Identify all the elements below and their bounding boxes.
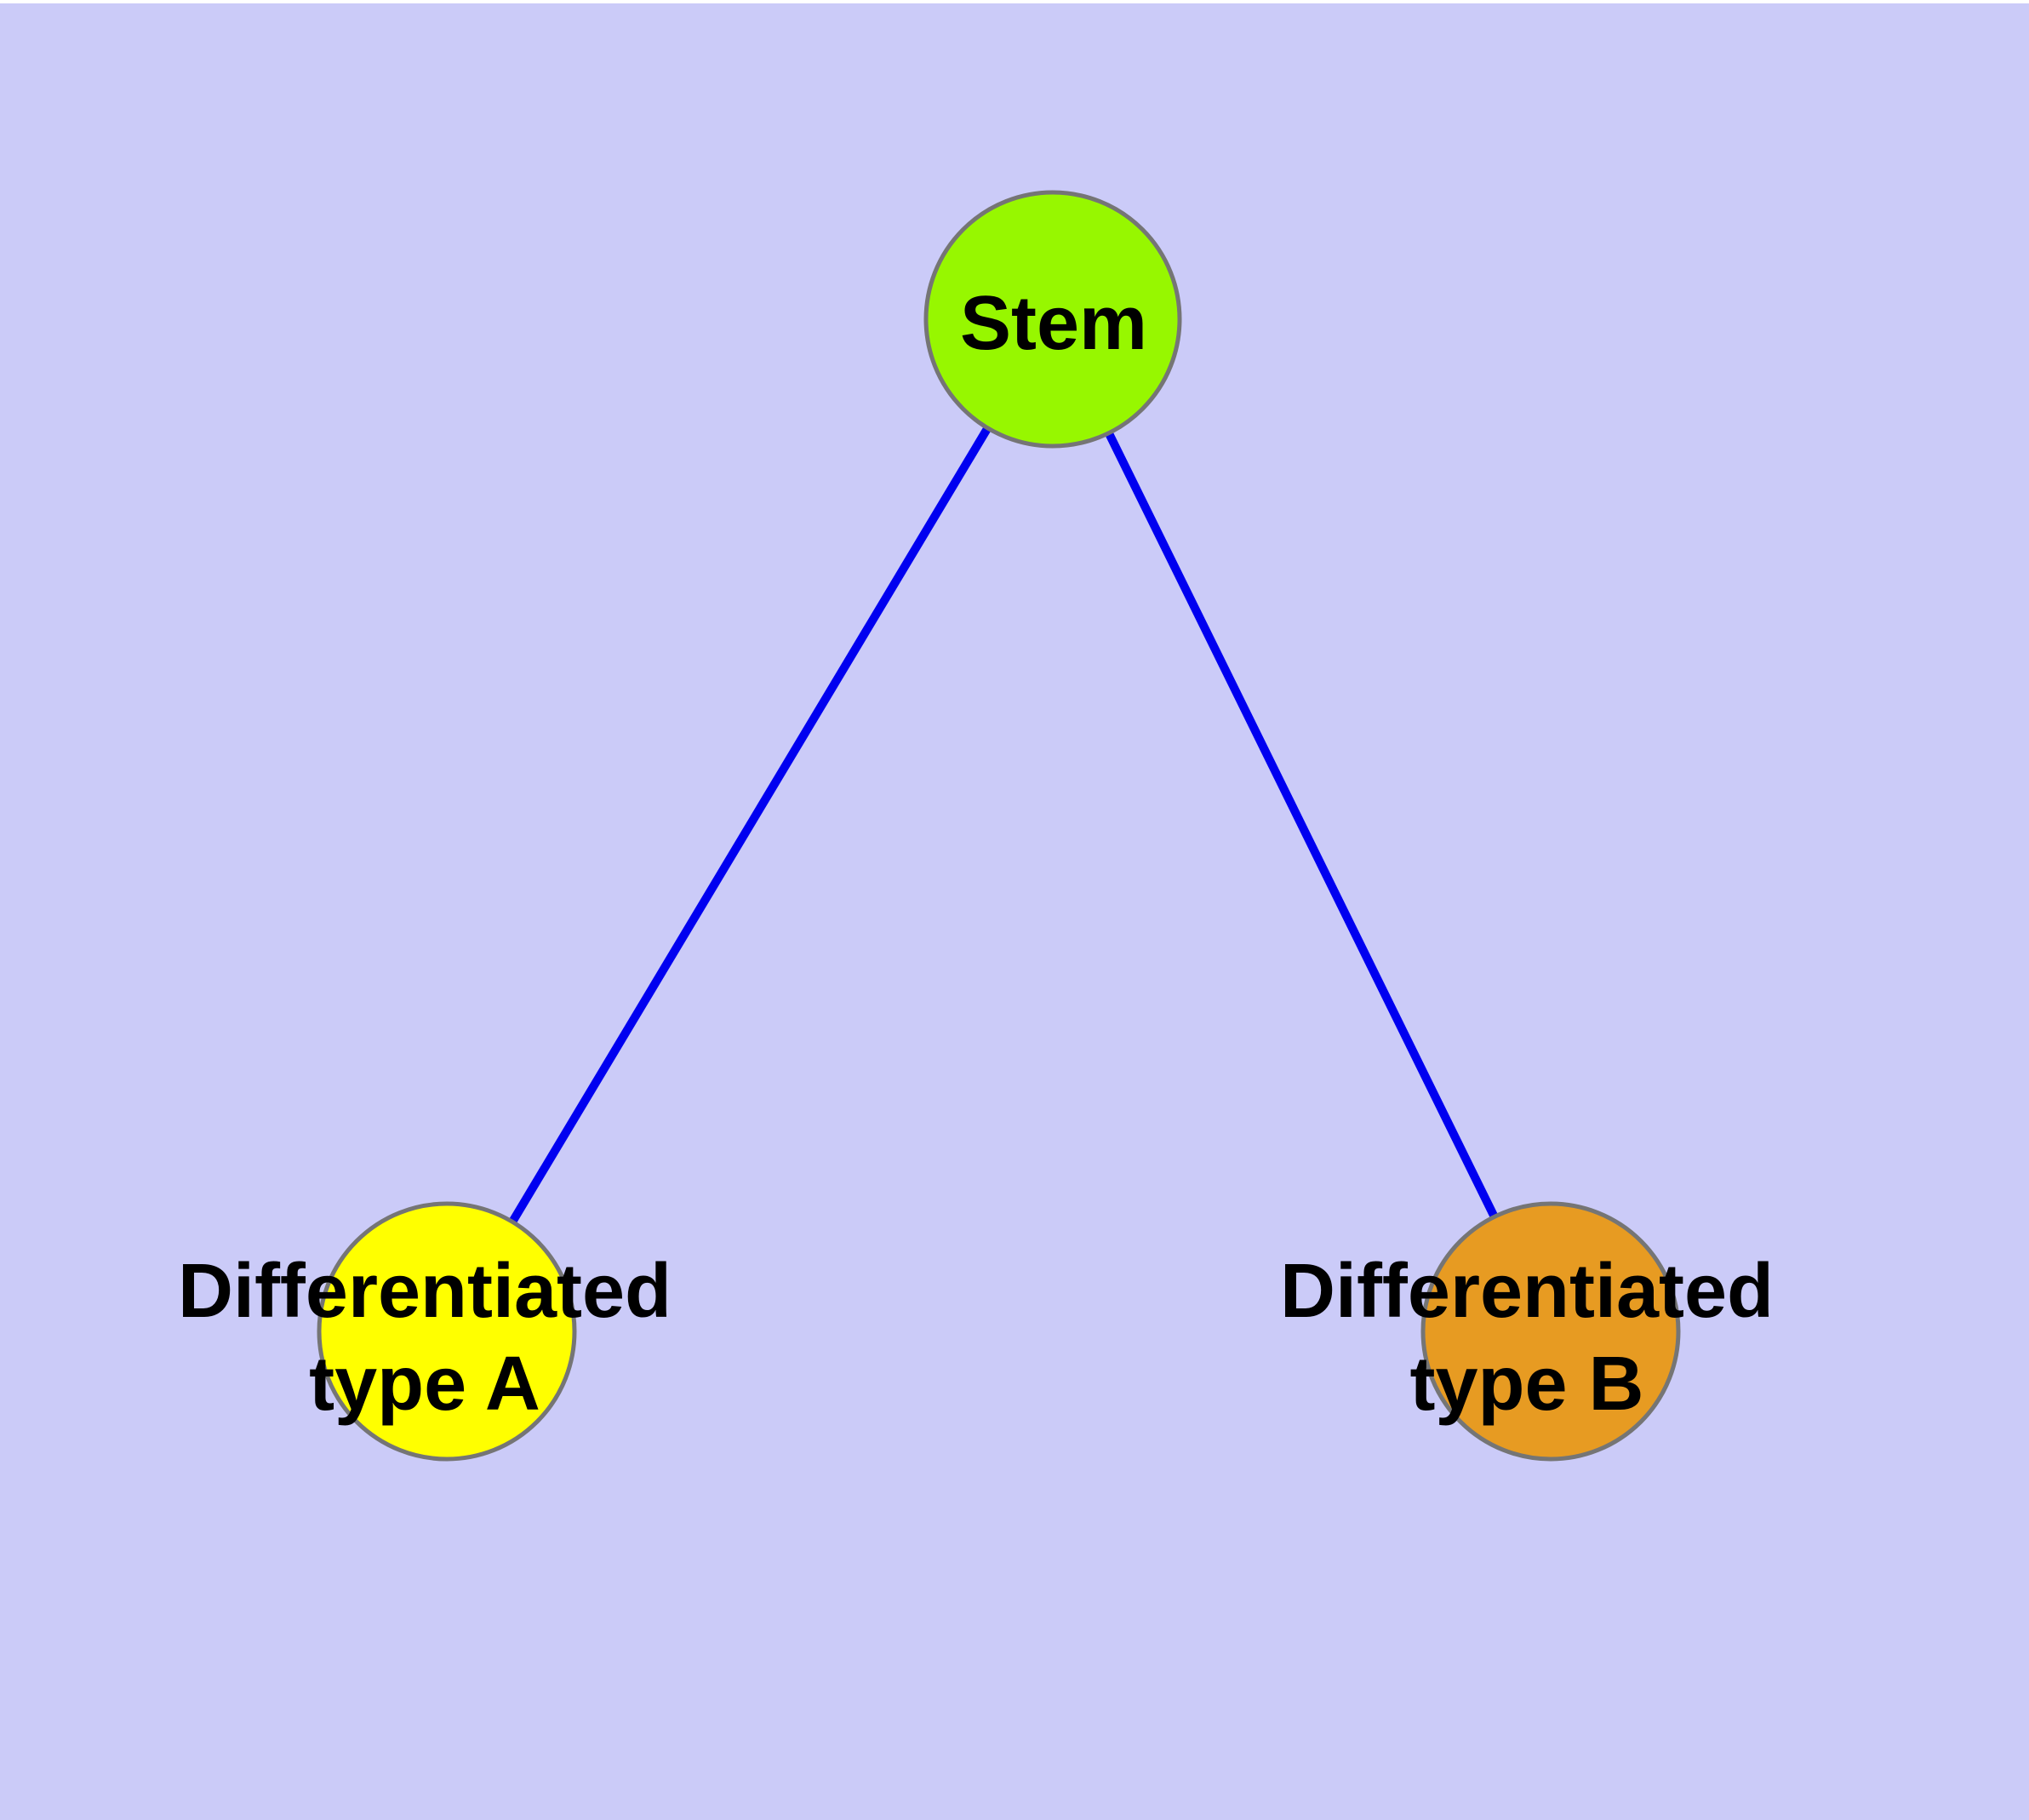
node-type-b-label-line1: Differentiated <box>1280 1249 1774 1334</box>
node-type-a-circle <box>317 1201 577 1462</box>
edge-stem-to-type-a <box>443 317 1057 1334</box>
node-stem-circle <box>923 190 1182 449</box>
node-type-b-circle <box>1420 1201 1681 1462</box>
node-type-a-label-line2: type A <box>309 1342 540 1427</box>
node-type-b-label-line2: type B <box>1409 1342 1643 1427</box>
window-top-edge <box>0 0 2029 3</box>
edge-stem-to-type-b <box>1049 317 1555 1334</box>
node-stem-label: Stem <box>960 281 1147 366</box>
node-type-a-label-line1: Differentiated <box>178 1249 672 1334</box>
